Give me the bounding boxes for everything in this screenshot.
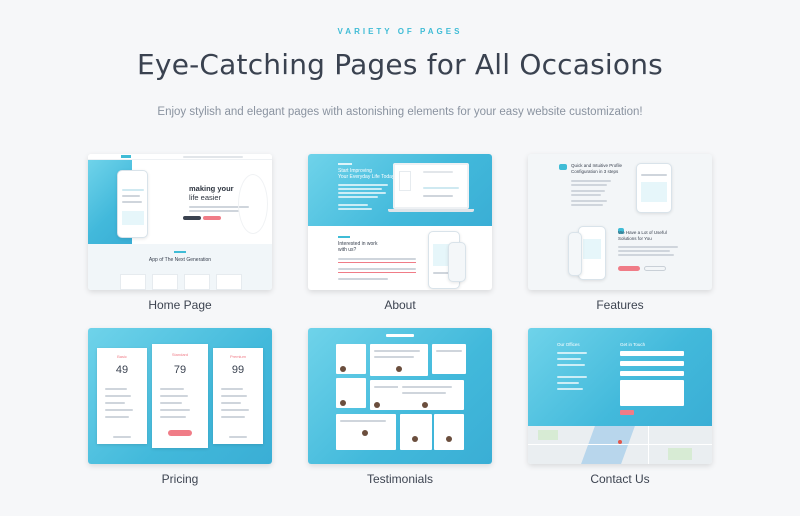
preview-section-title: App of The Next Generation [148, 257, 212, 263]
preview-row2-title: We Have a Lot of Useful [618, 230, 667, 235]
preview-topbar [88, 154, 272, 160]
preview-plan-price: 99 [231, 364, 245, 376]
preview-form-title: Get in Touch [620, 342, 646, 347]
contact-us-preview-card[interactable]: Our Offices Get in Touch [528, 328, 712, 464]
preview-plan-name: Basic [117, 354, 127, 359]
preview-plan-standard: Standard 79 [152, 344, 208, 448]
section-title: Eye-Catching Pages for All Occasions [137, 48, 663, 81]
preview-hero-title: Start Improving [338, 168, 372, 174]
preview-plan-price: 79 [173, 364, 187, 376]
preview-block-title: Interested in work [338, 241, 378, 247]
preview-map [528, 426, 712, 464]
home-page-caption[interactable]: Home Page [148, 298, 212, 312]
preview-plan-basic: Basic 49 [97, 348, 147, 444]
preview-outline-button [644, 266, 666, 271]
preview-form-input [620, 371, 684, 376]
about-preview-card[interactable]: Start Improving Your Everyday Life Today… [308, 154, 492, 290]
testimonials-caption[interactable]: Testimonials [366, 472, 434, 486]
preview-plan-name: Premium [229, 354, 246, 359]
preview-pink-button [203, 216, 221, 220]
preview-pink-button [168, 430, 192, 436]
preview-hero-title: making your [189, 184, 234, 193]
preview-form-textarea [620, 380, 684, 406]
home-page-preview-card[interactable]: making your life easier App of The Next … [88, 154, 272, 290]
features-caption[interactable]: Features [596, 298, 644, 312]
contact-us-caption[interactable]: Contact Us [590, 472, 650, 486]
preview-hero-title-2: Your Everyday Life Today! [338, 174, 396, 180]
preview-quote-card [336, 344, 366, 374]
preview-phone [117, 170, 148, 238]
preview-plan-name: Standard [171, 352, 189, 357]
preview-laptop-screen [393, 163, 469, 209]
preview-form-input [620, 351, 684, 356]
preview-row2-title-2: Solutions for You [618, 236, 652, 241]
preview-plan-price: 49 [115, 364, 129, 376]
features-preview-card[interactable]: Quick and Intuitive Profile Configuratio… [528, 154, 712, 290]
preview-logo [121, 155, 131, 158]
preview-hero-title-2: life easier [189, 193, 222, 202]
preview-row1-title-2: Configuration in 3 steps [571, 169, 619, 174]
preview-pink-button [620, 410, 634, 415]
preview-form-input [620, 361, 684, 366]
preview-phone [636, 163, 672, 213]
preview-row1-title: Quick and Intuitive Profile [571, 163, 623, 168]
preview-block-title-2: with us? [338, 247, 357, 253]
preview-plan-premium: Premium 99 [213, 348, 263, 444]
section-subtitle: Enjoy stylish and elegant pages with ast… [157, 106, 643, 118]
section-eyebrow: VARIETY OF PAGES [337, 27, 463, 36]
preview-pink-button [618, 266, 640, 271]
testimonials-preview-card[interactable] [308, 328, 492, 464]
pricing-caption[interactable]: Pricing [161, 472, 199, 486]
preview-dark-button [183, 216, 201, 220]
preview-map-pin [618, 440, 622, 444]
pricing-preview-card[interactable]: Basic 49 Standard 79 Premium 99 [88, 328, 272, 464]
preview-offices-title: Our Offices [557, 342, 580, 347]
about-caption[interactable]: About [384, 298, 416, 312]
